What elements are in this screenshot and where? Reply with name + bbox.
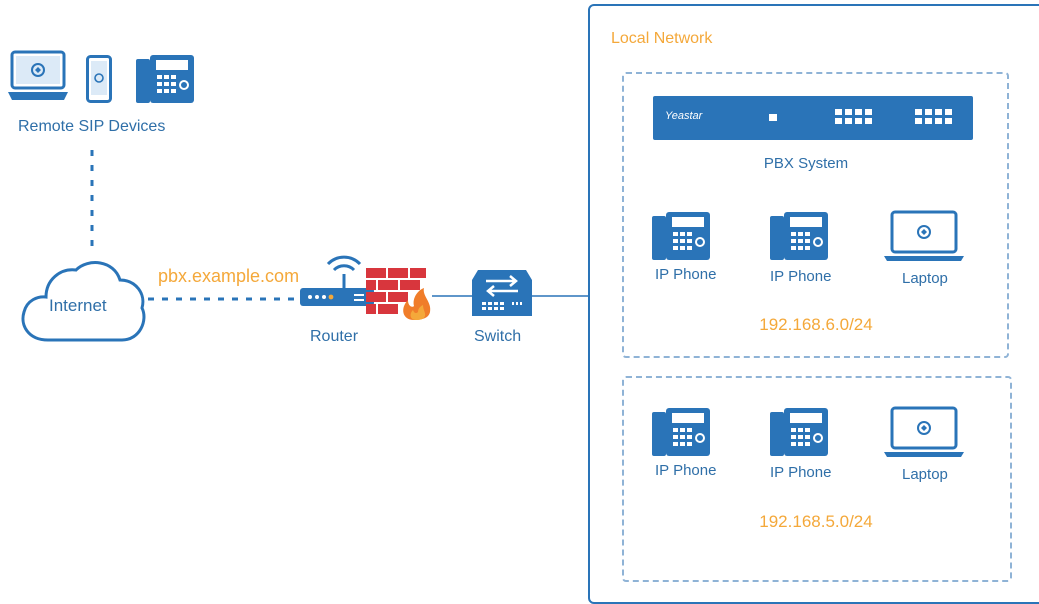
subnet-box-1 bbox=[622, 72, 1009, 358]
pbx-port bbox=[769, 114, 777, 121]
device-label: IP Phone bbox=[770, 464, 832, 481]
device-label: Laptop bbox=[902, 466, 948, 483]
internet-label: Internet bbox=[49, 296, 107, 315]
remote-devices-label: Remote SIP Devices bbox=[18, 118, 166, 135]
local-network-title: Local Network bbox=[611, 30, 713, 47]
desk-phone-icon bbox=[136, 55, 194, 103]
subnet-box-2 bbox=[622, 376, 1012, 582]
laptop-icon bbox=[8, 50, 68, 106]
device-label: IP Phone bbox=[770, 268, 832, 285]
pbx-label: PBX System bbox=[763, 155, 849, 172]
switch-icon bbox=[472, 268, 532, 318]
pbx-port-block bbox=[835, 109, 872, 124]
laptop-icon bbox=[884, 210, 964, 262]
internet-cloud-icon bbox=[18, 250, 150, 348]
mobile-phone-icon bbox=[86, 55, 112, 103]
domain-label: pbx.example.com bbox=[158, 266, 300, 286]
device-label: Laptop bbox=[902, 270, 948, 287]
laptop-icon bbox=[884, 406, 964, 458]
subnet-cidr-label: 192.168.6.0/24 bbox=[759, 315, 873, 334]
desk-phone-icon bbox=[770, 212, 828, 260]
router-label: Router bbox=[310, 328, 359, 345]
switch-label: Switch bbox=[474, 328, 522, 345]
desk-phone-icon bbox=[652, 212, 710, 260]
pbx-port-block bbox=[915, 109, 952, 124]
device-label: IP Phone bbox=[655, 462, 717, 479]
router-icon bbox=[300, 255, 376, 314]
desk-phone-icon bbox=[770, 408, 828, 456]
pbx-brand-label: Yeastar bbox=[665, 110, 703, 122]
desk-phone-icon bbox=[652, 408, 710, 456]
firewall-icon bbox=[366, 266, 434, 320]
pbx-appliance-icon: Yeastar bbox=[653, 96, 973, 140]
device-label: IP Phone bbox=[655, 266, 717, 283]
subnet-cidr-label: 192.168.5.0/24 bbox=[759, 512, 873, 531]
